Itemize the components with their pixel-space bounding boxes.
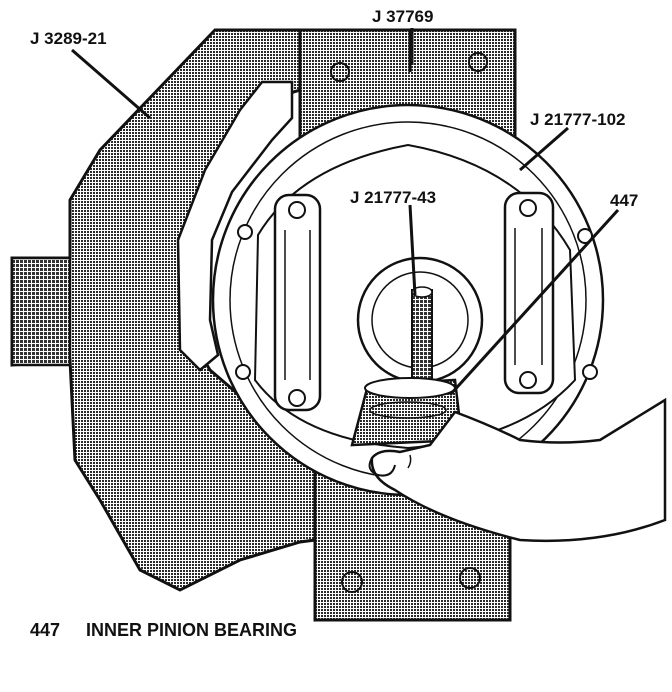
callout-j21777-102: J 21777-102 <box>530 110 625 129</box>
callout-j37769: J 37769 <box>372 7 433 26</box>
bearing-cap-right <box>503 191 555 395</box>
caption-number: 447 <box>30 620 60 640</box>
hand-illustration <box>368 397 667 543</box>
pinion-driver <box>411 286 433 386</box>
callout-j3289-21: J 3289-21 <box>30 29 107 48</box>
caption-text: INNER PINION BEARING <box>86 620 297 640</box>
callout-j21777-43: J 21777-43 <box>350 188 436 207</box>
bearing-cap-left <box>273 193 322 412</box>
leader-lines <box>71 28 620 397</box>
holding-fixture <box>10 28 317 592</box>
callout-447: 447 <box>610 191 638 210</box>
